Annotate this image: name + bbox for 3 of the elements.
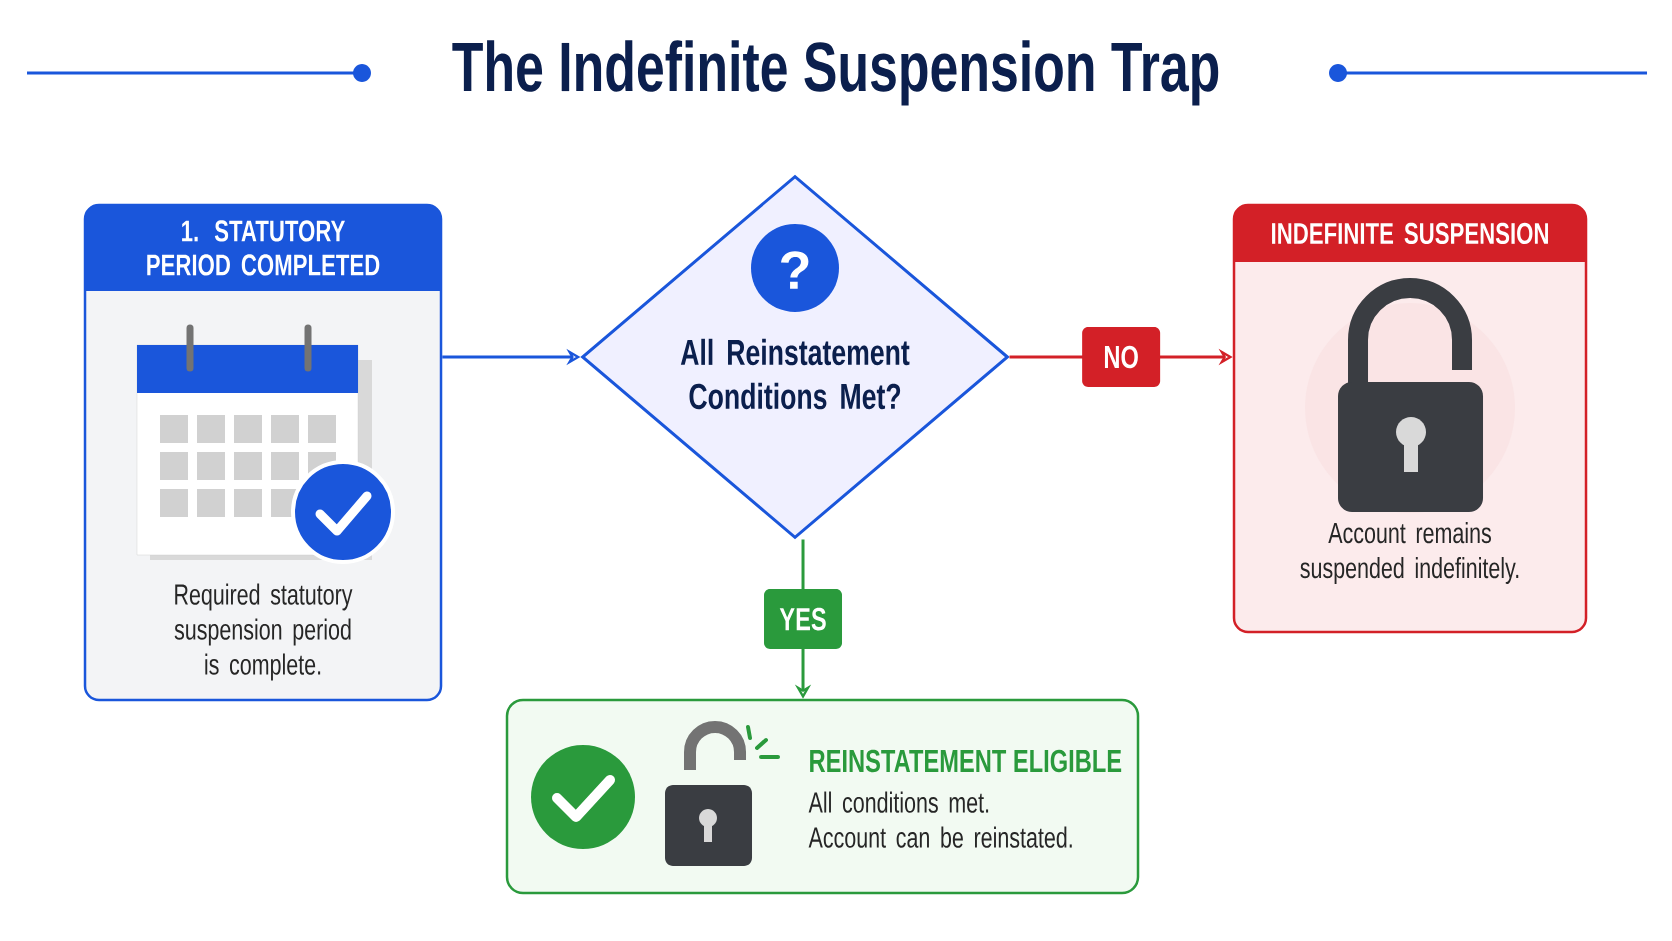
edge-label: NO: [1082, 327, 1161, 387]
edge-label: YES: [764, 589, 842, 650]
title: The Indefinite Suspension Trap: [452, 40, 1219, 106]
